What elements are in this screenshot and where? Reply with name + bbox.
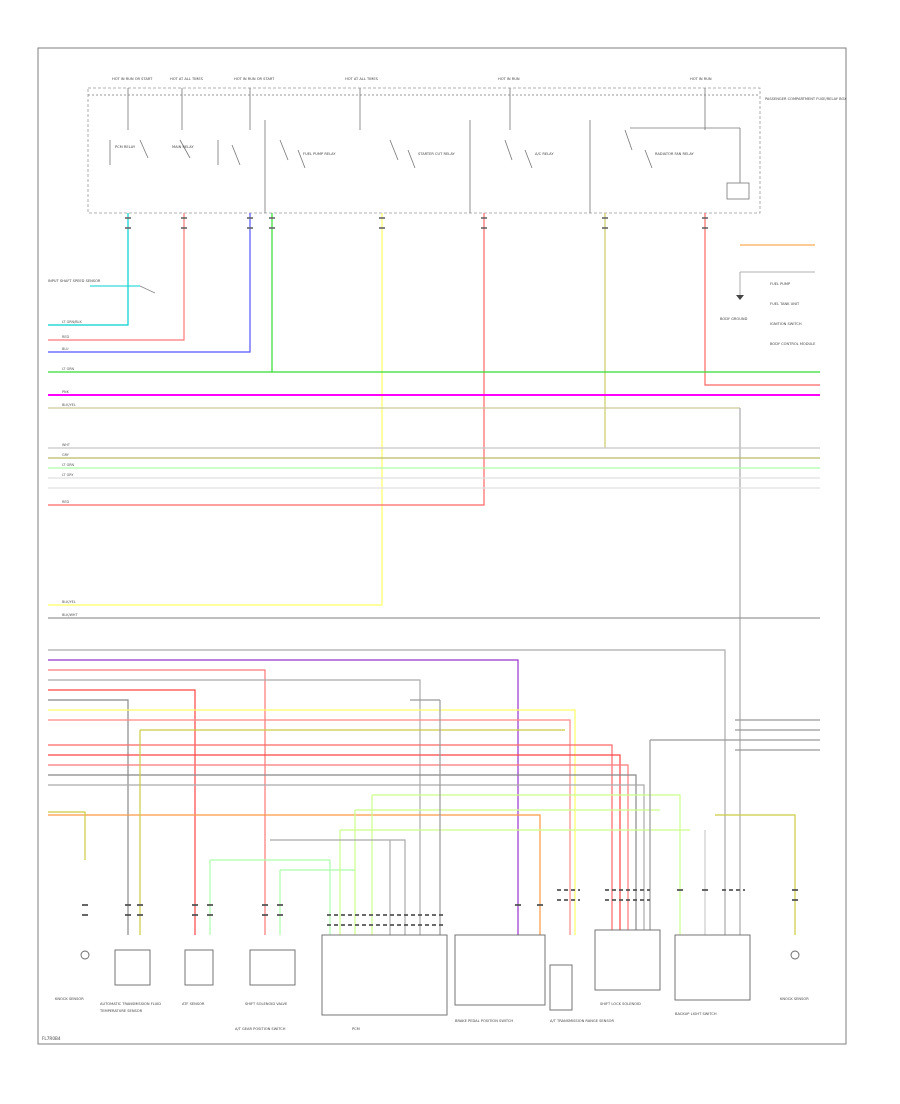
svg-text:IGNITION SWITCH: IGNITION SWITCH: [770, 322, 802, 326]
svg-text:LT GRY: LT GRY: [62, 473, 74, 477]
svg-text:KNOCK SENSOR: KNOCK SENSOR: [780, 997, 809, 1001]
svg-text:GRY: GRY: [62, 453, 70, 457]
relay-labels: PCM RELAY MAIN RELAY FUEL PUMP RELAY STA…: [115, 145, 695, 156]
svg-text:BLK/YEL: BLK/YEL: [62, 403, 76, 407]
fuse-label-4: HOT AT ALL TIMES: [345, 77, 379, 81]
svg-text:LT GRN/BLK: LT GRN/BLK: [62, 320, 82, 324]
bottom-connectors: [82, 889, 798, 926]
svg-text:BACKUP LIGHT SWITCH: BACKUP LIGHT SWITCH: [675, 1012, 717, 1016]
component-labels: KNOCK SENSOR AUTOMATIC TRANSMISSION FLUI…: [55, 997, 809, 1031]
svg-text:INPUT SHAFT SPEED SENSOR: INPUT SHAFT SPEED SENSOR: [48, 279, 101, 283]
svg-text:BRAKE PEDAL POSITION SWITCH: BRAKE PEDAL POSITION SWITCH: [455, 1019, 513, 1023]
svg-text:SHIFT LOCK SOLENOID: SHIFT LOCK SOLENOID: [600, 1002, 641, 1006]
svg-text:LT GRN: LT GRN: [62, 463, 75, 467]
svg-text:BODY GROUND: BODY GROUND: [720, 317, 748, 321]
svg-text:WHT: WHT: [62, 443, 71, 447]
svg-text:PCM RELAY: PCM RELAY: [115, 145, 136, 149]
lower-harness: [48, 649, 820, 990]
fuse-feeds: [88, 88, 760, 130]
svg-text:FUEL PUMP RELAY: FUEL PUMP RELAY: [303, 152, 336, 156]
svg-text:KNOCK SENSOR: KNOCK SENSOR: [55, 997, 84, 1001]
svg-text:SHIFT SOLENOID VALVE: SHIFT SOLENOID VALVE: [245, 1002, 288, 1006]
left-wire-labels: LT GRN/BLK RED BLU LT GRN PNK BLK/YEL WH…: [62, 320, 82, 617]
fuse-label-2: HOT AT ALL TIMES: [170, 77, 204, 81]
svg-text:STARTER CUT RELAY: STARTER CUT RELAY: [418, 152, 456, 156]
svg-text:A/T GEAR POSITION SWITCH: A/T GEAR POSITION SWITCH: [235, 1027, 286, 1031]
svg-text:FUEL PUMP: FUEL PUMP: [770, 282, 791, 286]
svg-text:A/T TRANSMISSION RANGE SENSOR: A/T TRANSMISSION RANGE SENSOR: [550, 1019, 614, 1023]
fuse-labels: HOT IN RUN OR START HOT AT ALL TIMES HOT…: [112, 77, 712, 81]
svg-text:LT GRN: LT GRN: [62, 367, 75, 371]
top-wire-drops: [48, 213, 820, 606]
diagram-frame: [37, 47, 847, 1045]
svg-text:PCM: PCM: [352, 1027, 360, 1031]
svg-text:BLK/WHT: BLK/WHT: [62, 613, 78, 617]
component-boxes: [80, 929, 800, 1016]
svg-text:BLK/YEL: BLK/YEL: [62, 600, 76, 604]
svg-text:A/C RELAY: A/C RELAY: [535, 152, 554, 156]
box-right-label: PASSENGER COMPARTMENT FUSE/RELAY BOX: [765, 97, 847, 101]
svg-text:MAIN RELAY: MAIN RELAY: [172, 145, 194, 149]
fuse-label-6: HOT IN RUN: [690, 77, 712, 81]
svg-text:PNK: PNK: [62, 390, 70, 394]
svg-text:RADIATOR FAN RELAY: RADIATOR FAN RELAY: [655, 152, 695, 156]
svg-text:BLU: BLU: [62, 347, 69, 351]
svg-text:FUEL TANK UNIT: FUEL TANK UNIT: [770, 302, 800, 306]
fuse-label-1: HOT IN RUN OR START: [112, 77, 153, 81]
drop-connectors: [125, 217, 708, 229]
svg-text:AUTOMATIC TRANSMISSION FLUID: AUTOMATIC TRANSMISSION FLUID: [100, 1002, 161, 1006]
input-shaft-speed-sensor: INPUT SHAFT SPEED SENSOR: [48, 279, 156, 294]
svg-text:TEMPERATURE SENSOR: TEMPERATURE SENSOR: [99, 1009, 143, 1013]
svg-text:ATF SENSOR: ATF SENSOR: [182, 1002, 205, 1006]
fuse-relay-box: [87, 87, 761, 214]
bus-wires: [48, 371, 820, 1000]
svg-text:BODY CONTROL MODULE: BODY CONTROL MODULE: [770, 342, 816, 346]
fuse-label-5: HOT IN RUN: [498, 77, 520, 81]
relay-symbols: [109, 120, 750, 213]
right-components: FUEL PUMP FUEL TANK UNIT IGNITION SWITCH…: [720, 271, 816, 346]
svg-text:RED: RED: [62, 335, 69, 339]
footer-code: FL7R0B4: [42, 1036, 61, 1041]
svg-text:RED: RED: [62, 500, 69, 504]
fuse-label-3: HOT IN RUN OR START: [234, 77, 275, 81]
